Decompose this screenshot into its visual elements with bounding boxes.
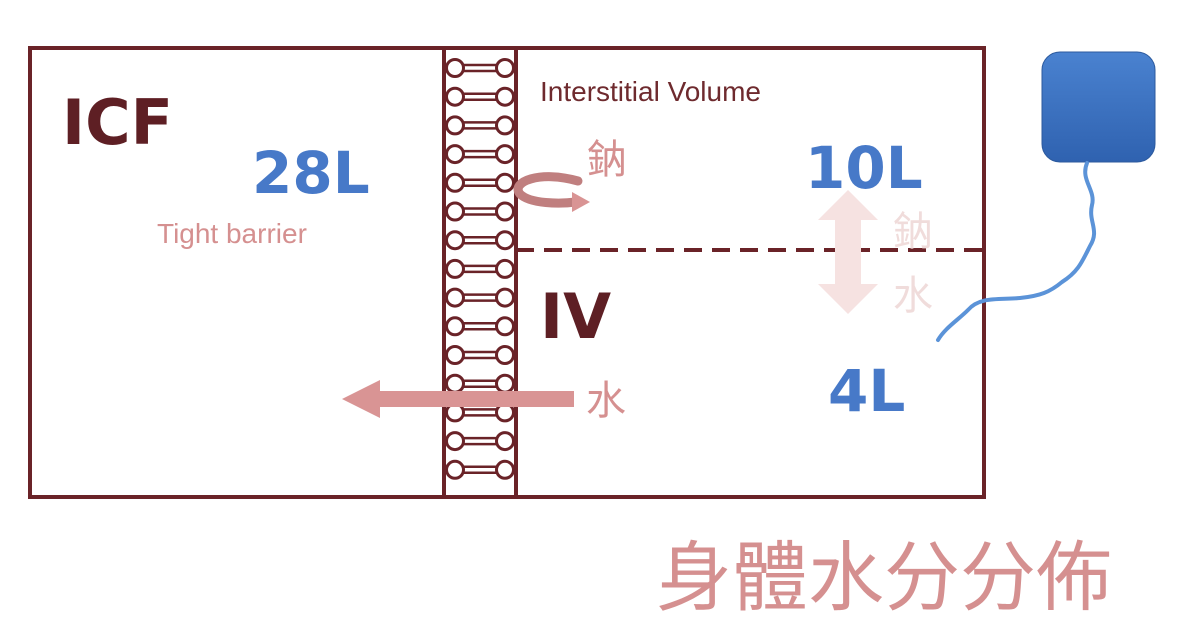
- phospholipid-pair: [445, 316, 515, 337]
- water-to-icf-label: 水: [586, 378, 626, 424]
- phospholipid-pair: [445, 373, 515, 394]
- tight-barrier-label: Tight barrier: [157, 218, 307, 249]
- water-arrow-head: [342, 380, 380, 418]
- phospholipid-pair: [445, 402, 515, 423]
- icf-label: ICF: [62, 86, 173, 159]
- phospholipid-pair: [445, 230, 515, 251]
- sodium-reflect-arrow: [513, 172, 583, 208]
- phospholipid-pair: [445, 58, 515, 78]
- exchange-sodium-label: 鈉: [893, 209, 933, 255]
- phospholipid-pair: [445, 345, 515, 365]
- phospholipid-pair: [445, 144, 515, 165]
- interstitial-volume: 10L: [805, 134, 923, 202]
- phospholipid-pair: [445, 258, 515, 279]
- iv-tube: [936, 161, 1096, 342]
- icf-volume: 28L: [252, 139, 370, 207]
- membrane-phospholipids: [445, 58, 515, 480]
- sodium-reflect-arrowhead: [572, 192, 590, 212]
- sodium-reflect-label: 鈉: [587, 137, 627, 183]
- phospholipid-pair: [445, 172, 515, 193]
- phospholipid-pair: [445, 459, 515, 480]
- phospholipid-pair: [445, 431, 515, 452]
- phospholipid-pair: [445, 201, 515, 222]
- phospholipid-pair: [445, 86, 515, 107]
- interstitial-label: Interstitial Volume: [540, 76, 761, 107]
- exchange-water-label: 水: [893, 273, 933, 319]
- phospholipid-pair: [445, 287, 515, 308]
- iv-bag-icon: [1041, 51, 1156, 163]
- iv-volume: 4L: [828, 357, 905, 425]
- exchange-double-arrow: [818, 190, 878, 314]
- iv-label: IV: [540, 280, 611, 353]
- water-arrow-shaft: [380, 391, 574, 407]
- phospholipid-pair: [445, 115, 515, 136]
- diagram-title: 身體水分分佈: [656, 533, 1112, 622]
